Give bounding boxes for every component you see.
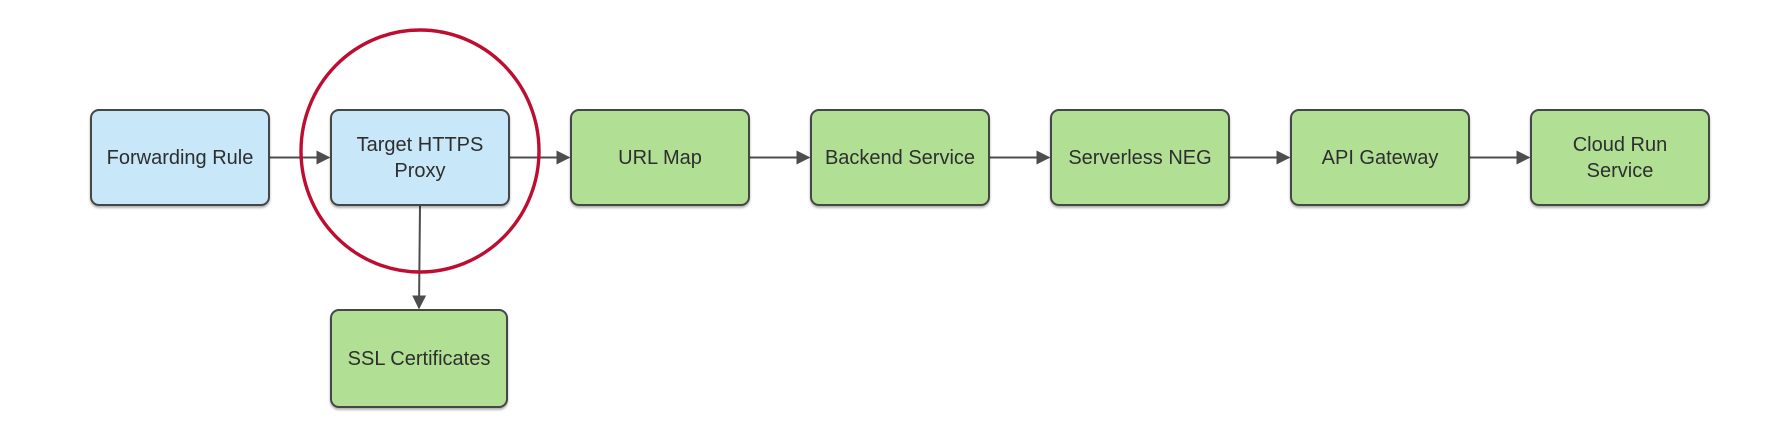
edge-target-https-proxy-to-ssl-certificates xyxy=(412,205,427,310)
node-ssl-certificates: SSL Certificates xyxy=(330,309,508,408)
node-api-gateway: API Gateway xyxy=(1290,109,1470,206)
node-label: URL Map xyxy=(618,146,702,169)
node-cloud-run-service: Cloud Run Service xyxy=(1530,109,1710,206)
node-label: Forwarding Rule xyxy=(106,146,254,169)
node-label: Serverless NEG xyxy=(1068,146,1212,169)
node-label: Target HTTPS Proxy xyxy=(356,133,484,182)
node-forwarding-rule: Forwarding Rule xyxy=(90,109,270,206)
node-label: Cloud Run Service xyxy=(1572,133,1668,182)
node-label: SSL Certificates xyxy=(347,347,491,370)
node-backend-service: Backend Service xyxy=(810,109,990,206)
node-url-map: URL Map xyxy=(570,109,750,206)
node-target-https-proxy: Target HTTPS Proxy xyxy=(330,109,510,206)
node-label: Backend Service xyxy=(824,146,976,169)
node-serverless-neg: Serverless NEG xyxy=(1050,109,1230,206)
node-label: API Gateway xyxy=(1321,146,1439,169)
